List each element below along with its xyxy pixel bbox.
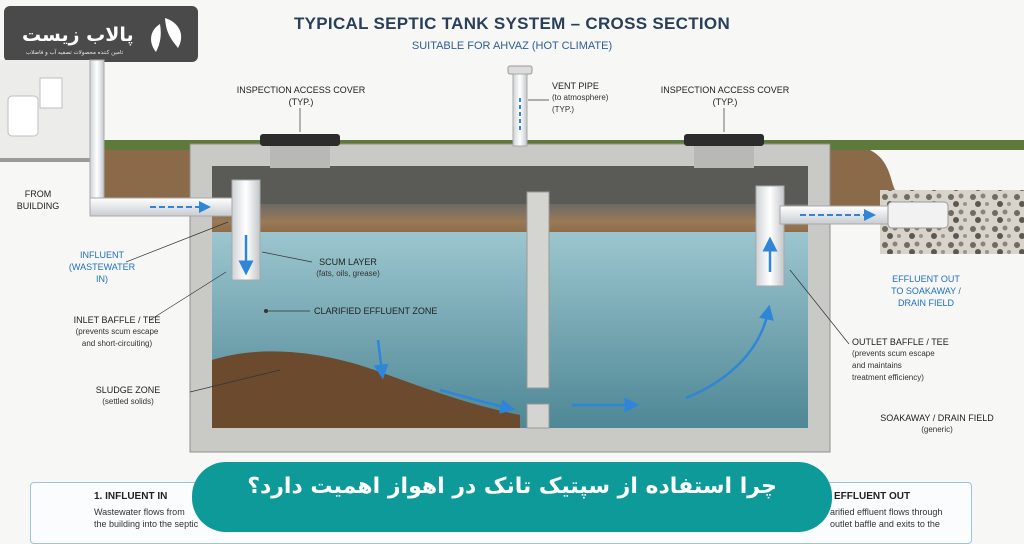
headline-banner — [192, 462, 832, 532]
leader-outlet-baffle — [789, 269, 850, 345]
label-clarified-zone: CLARIFIED EFFLUENT ZONE — [314, 306, 438, 316]
inspection-riser-left — [270, 146, 330, 168]
sludge-deposit — [212, 351, 520, 428]
label-inspection-right: INSPECTION ACCESS COVER(TYP.) — [660, 85, 790, 107]
septic-tank-diagram — [0, 6, 1024, 525]
inspection-cover-right-lid — [684, 134, 764, 146]
headline-banner-text: چرا استفاده از سپتیک تانک در اهواز اهمیت… — [247, 474, 777, 499]
center-baffle-base — [526, 403, 550, 429]
toilet-icon — [7, 95, 39, 137]
perforated-pipe — [887, 201, 949, 229]
vent-pipe-shaft — [512, 73, 528, 147]
label-sludge-zone: SLUDGE ZONE(settled solids) — [95, 385, 161, 406]
label-scum-layer: SCUM LAYER(fats, oils, grease) — [316, 257, 380, 278]
label-inspection-left: INSPECTION ACCESS COVER(TYP.) — [236, 85, 366, 107]
scum-layer-band — [212, 204, 808, 234]
tank-headspace — [212, 166, 808, 204]
logo-name: پالاب زیست — [22, 24, 134, 46]
building-floor — [0, 158, 104, 162]
brand-logo: پالاب زیست تامین کننده محصولات تصفیه آب … — [8, 10, 196, 62]
card-influent-title: 1. INFLUENT IN — [94, 491, 168, 502]
logo-background — [4, 6, 198, 62]
leaf-logo-icon — [151, 18, 182, 52]
diagram-title: TYPICAL SEPTIC TANK SYSTEM – CROSS SECTI… — [293, 14, 731, 33]
label-outlet-baffle: OUTLET BAFFLE / TEE(prevents scum escape… — [852, 337, 949, 382]
leader-influent — [125, 221, 229, 263]
card-effluent-title: EFFLUENT OUT — [834, 491, 911, 502]
cistern-icon — [39, 77, 63, 109]
center-baffle-wall — [526, 191, 550, 389]
diagram-subtitle: SUITABLE FOR AHVAZ (HOT CLIMATE) — [411, 40, 613, 52]
label-soakaway: SOAKAWAY / DRAIN FIELD(generic) — [880, 413, 994, 434]
vent-cap — [507, 65, 533, 75]
leader-sludge — [189, 369, 281, 393]
label-vent-pipe: VENT PIPE(to atmosphere)(TYP.) — [552, 81, 609, 114]
inspection-riser-right — [694, 146, 754, 168]
flow-arrow-rise — [685, 304, 774, 400]
building-downpipe — [89, 59, 105, 201]
soil-left — [100, 150, 190, 205]
logo-tagline: تامین کننده محصولات تصفیه آب و فاضلاب — [26, 50, 124, 56]
settling-arrow — [373, 339, 389, 380]
leader-scum — [261, 251, 313, 263]
flow-arrow-left — [439, 388, 516, 414]
leader-dot-clarified — [264, 309, 268, 313]
leader-inlet-baffle — [149, 271, 227, 321]
inspection-cover-left-lid — [260, 134, 340, 146]
